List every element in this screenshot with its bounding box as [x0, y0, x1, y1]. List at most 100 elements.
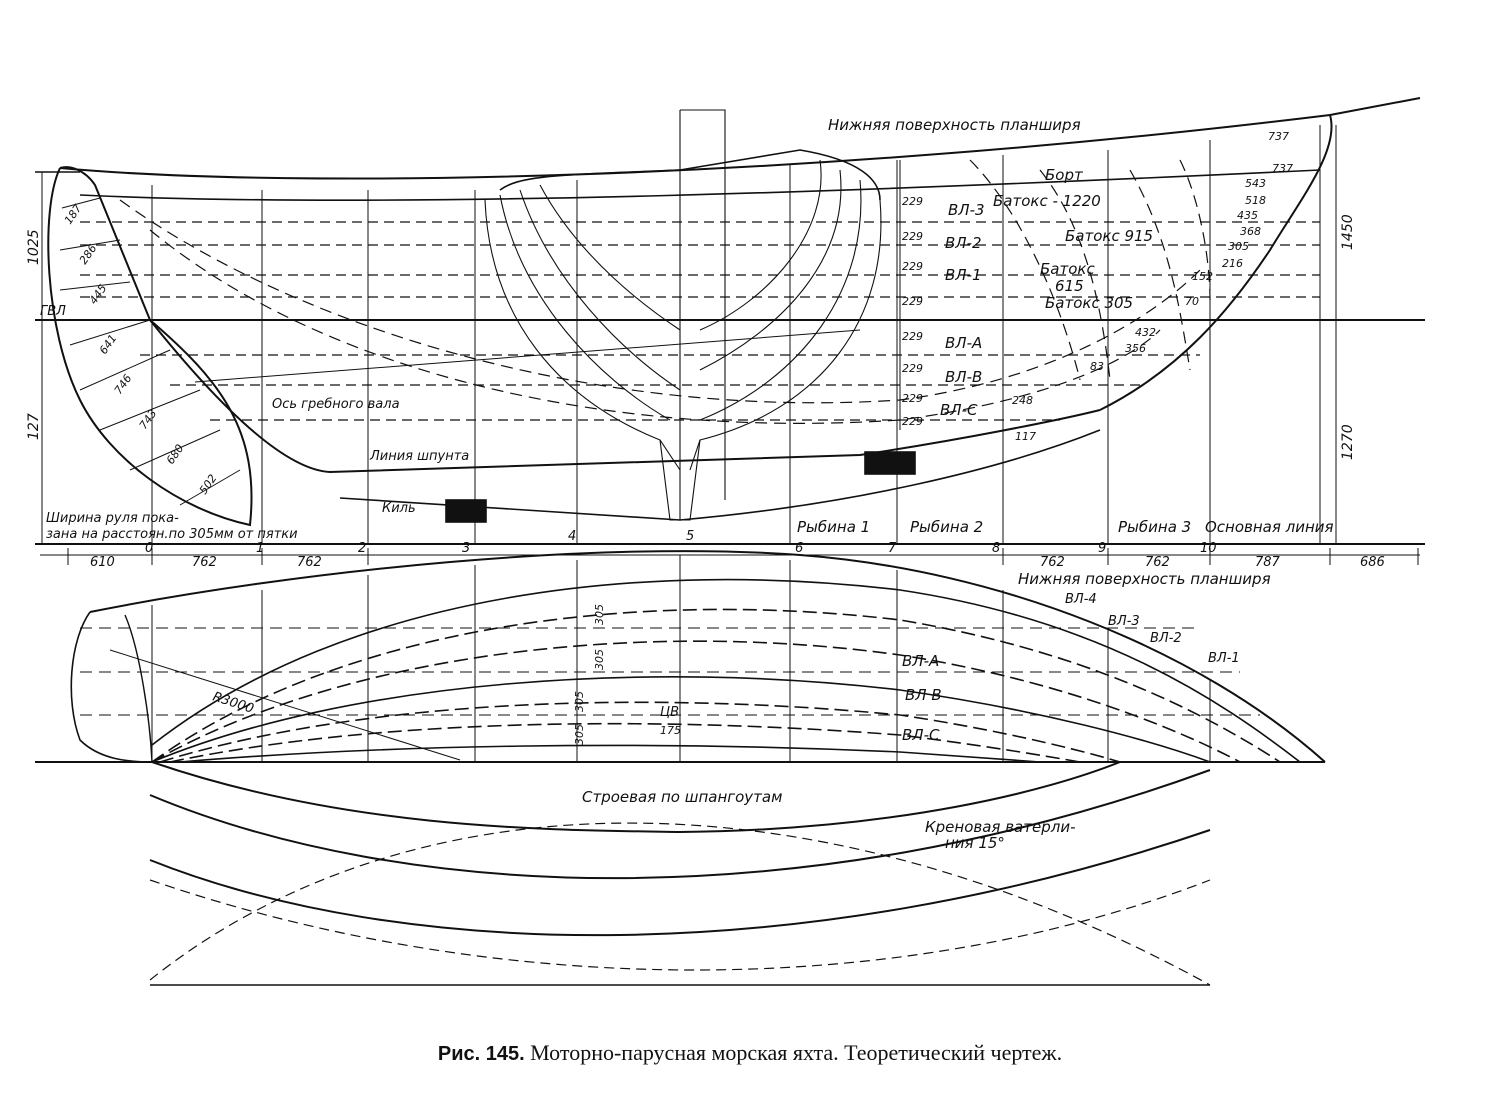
hb-wl-3 — [151, 608, 1281, 763]
svg-text:518: 518 — [1245, 194, 1266, 207]
hb-spacing-1: 305 — [593, 604, 606, 625]
hb-wl2-label: ВЛ-2 — [1150, 631, 1182, 646]
station-10: 10 — [1200, 541, 1217, 556]
rudder-stations — [59, 197, 241, 506]
station-7: 7 — [888, 541, 897, 556]
buttock-1220: Батокс - 1220 — [993, 192, 1101, 210]
keel-lower — [339, 429, 1101, 521]
hb-buttock-lines — [80, 627, 1260, 716]
station-8: 8 — [992, 541, 1000, 556]
svg-text:368: 368 — [1240, 225, 1261, 238]
svg-text:432: 432 — [1135, 326, 1156, 339]
hb-spacing-4: 305 — [573, 724, 586, 745]
svg-text:117: 117 — [1015, 430, 1036, 443]
station-9: 9 — [1098, 541, 1106, 556]
station-0: 0 — [145, 541, 153, 556]
hb-wl-a — [159, 701, 1121, 763]
keel-label: Киль — [382, 501, 416, 516]
sectional-area-curve — [151, 761, 1121, 834]
buttock-305: Батокс 305 — [1045, 294, 1133, 312]
bulwark-line — [79, 169, 1321, 202]
wl-c-label: ВЛ-С — [940, 401, 978, 419]
halfbreadth-view — [35, 550, 1326, 763]
station-2: 2 — [358, 541, 366, 556]
hb-wla-label: ВЛ-А — [902, 652, 939, 670]
station-spacing-dims — [40, 548, 1420, 565]
wl-b-label: ВЛ-В — [945, 368, 982, 386]
svg-text:229: 229 — [902, 230, 923, 243]
ribband-1: Рыбина 1 — [797, 518, 870, 536]
sectional-area-label: Строевая по шпангоутам — [582, 788, 782, 806]
svg-text:229: 229 — [902, 415, 923, 428]
dashed-curve-2 — [149, 879, 1211, 971]
sheer-line — [59, 97, 1421, 180]
ribband-2: Рыбина 2 — [910, 518, 983, 536]
shaft-label: Ось гребного вала — [272, 397, 400, 412]
spacing-762d: 762 — [1145, 555, 1170, 570]
svg-text:229: 229 — [902, 195, 923, 208]
waterlines-profile — [80, 221, 1320, 421]
heeled-wl-lower — [149, 829, 1211, 937]
propeller-shaft — [194, 329, 861, 383]
spacing-787: 787 — [1255, 555, 1281, 570]
hb-sheer — [89, 550, 1326, 763]
ballast-fwd — [864, 451, 916, 475]
svg-text:187: 187 — [62, 202, 85, 227]
wl-spacing-labels: 229 229 229 229 229 229 229 229 — [902, 195, 923, 428]
figure-number: Рис. 145. — [437, 1043, 525, 1065]
spacing-686: 686 — [1360, 555, 1385, 570]
station-5: 5 — [686, 529, 694, 544]
stem-profile — [1099, 114, 1333, 411]
svg-text:229: 229 — [902, 362, 923, 375]
svg-text:743: 743 — [137, 407, 160, 432]
rudder-note-2: зана на расстоян.по 305мм от пятки — [46, 527, 298, 542]
svg-text:152: 152 — [1192, 270, 1213, 283]
wl-a-label: ВЛ-А — [945, 334, 982, 352]
svg-text:286: 286 — [77, 242, 100, 267]
dim-127: 127 — [26, 413, 42, 440]
ribband-3: Рыбина 3 — [1118, 518, 1191, 536]
dim-1270: 1270 — [1340, 424, 1356, 460]
bort-label: Борт — [1045, 166, 1084, 184]
svg-text:229: 229 — [902, 260, 923, 273]
heeled-wl-label-1: Креновая ватерли- — [925, 818, 1075, 836]
dim-1025: 1025 — [26, 229, 42, 265]
svg-text:356: 356 — [1125, 342, 1146, 355]
gvl-label: ГВЛ — [40, 304, 66, 319]
wl-3-label: ВЛ-3 — [948, 201, 985, 219]
rabbet-label: Линия шпунта — [369, 449, 469, 464]
svg-text:445: 445 — [87, 282, 110, 307]
heeled-wl-label-2: ния 15° — [945, 834, 1005, 852]
base-line-label: Основная линия — [1205, 518, 1334, 536]
svg-text:680: 680 — [164, 442, 187, 467]
dim-1450: 1450 — [1340, 214, 1356, 250]
hb-spacing-2: 305 — [593, 649, 606, 670]
station-labels: 0 1 2 3 4 5 6 7 8 9 10 610 762 762 762 7… — [90, 529, 1385, 570]
profile-view — [35, 97, 1425, 545]
transom — [70, 611, 153, 763]
transom-inner — [124, 614, 153, 763]
hb-wlb-label: ВЛ В — [905, 686, 942, 704]
hb-spacing-3: 305 — [573, 691, 586, 712]
bow-offset-labels: 737 737 543 518 435 368 305 216 152 70 — [1185, 130, 1293, 308]
svg-text:229: 229 — [902, 295, 923, 308]
heeled-wl-upper — [149, 769, 1211, 880]
spacing-762b: 762 — [297, 555, 322, 570]
sheer-label: Нижняя поверхность планширя — [828, 116, 1081, 134]
svg-text:248: 248 — [1012, 394, 1033, 407]
station-6: 6 — [795, 541, 803, 556]
radius-line — [109, 649, 461, 761]
figure-caption: Рис. 145. Моторно-парусная морская яхта.… — [0, 1040, 1500, 1066]
svg-text:83: 83 — [1090, 360, 1104, 373]
profile-labels: Нижняя поверхность планширя Борт Батокс … — [26, 116, 1356, 542]
rudder-note-1: Ширина руля пока- — [46, 511, 179, 526]
svg-text:746: 746 — [112, 372, 135, 397]
underwater-offset-labels: 432 356 83 248 117 — [1012, 326, 1156, 443]
buttock-lines — [119, 159, 1211, 424]
svg-text:229: 229 — [902, 392, 923, 405]
rudder-width-labels: 187 286 445 641 746 743 680 502 — [62, 202, 220, 497]
hb-wl-c — [179, 744, 1041, 763]
spacing-762a: 762 — [192, 555, 217, 570]
wl-2-label: ВЛ-2 — [945, 234, 982, 252]
